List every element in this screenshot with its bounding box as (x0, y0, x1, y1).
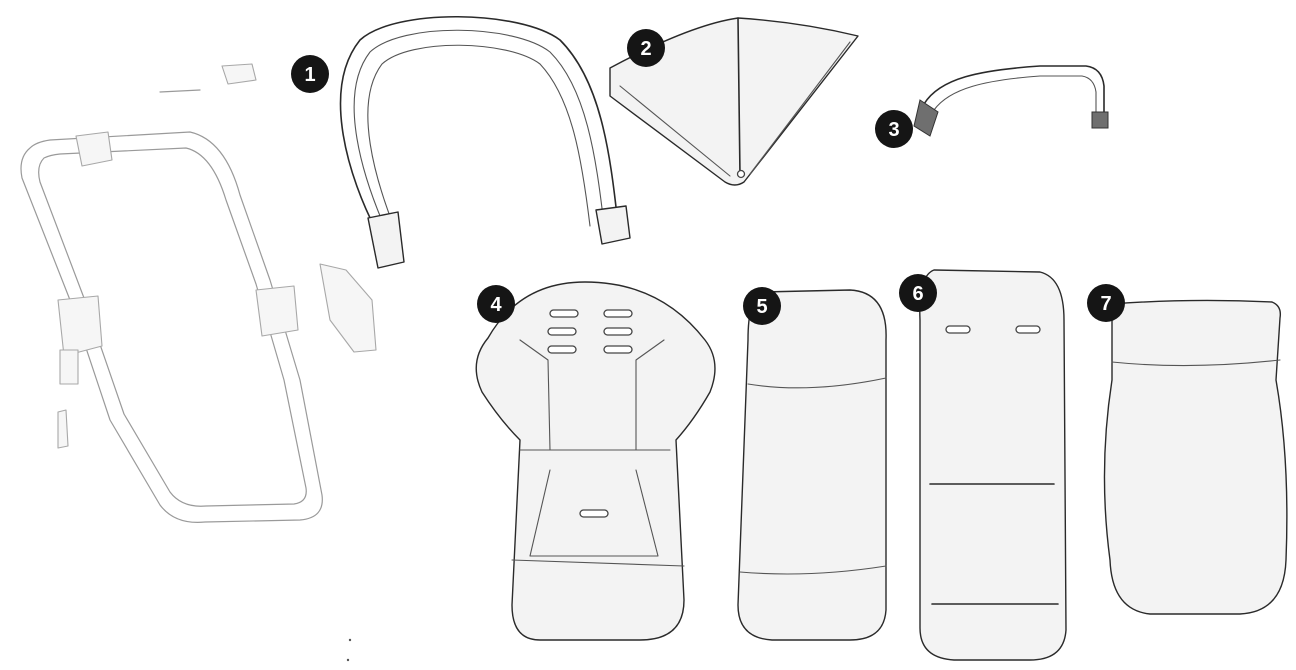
liner-4-seam-right (635, 339, 665, 451)
canopy-seam-right (749, 41, 851, 175)
pad-5-outline (737, 289, 887, 641)
part-badge-1: 1 (291, 55, 329, 93)
arch-inner (367, 44, 591, 233)
bar-end-right (1091, 111, 1109, 129)
liner-4-seam-foot (511, 559, 685, 567)
part-number-3: 3 (888, 119, 899, 141)
liner-4-slot (603, 309, 633, 318)
liner-4-slot (603, 345, 633, 354)
speck-mark (346, 658, 350, 662)
canopy-button (736, 169, 746, 179)
part-number-2: 2 (640, 38, 651, 60)
liner-4-crotch (529, 469, 659, 557)
pad-5-seam-bottom (739, 565, 887, 575)
liner-4-slot (547, 327, 577, 336)
liner-4-slot (549, 309, 579, 318)
part-badge-5: 5 (743, 287, 781, 325)
pad-6-slot (945, 325, 971, 334)
canopy-seam-center (737, 17, 741, 177)
arch-outer (339, 16, 619, 231)
canopy-outer (609, 17, 859, 186)
part-badge-3: 3 (875, 110, 913, 148)
liner-4-seam-left (519, 339, 551, 451)
speck-mark (348, 638, 352, 642)
pad-6-outline (919, 269, 1067, 661)
part-badge-2: 2 (627, 29, 665, 67)
footmuff-7-seam (1111, 359, 1281, 367)
footmuff-drawing (1103, 299, 1288, 615)
adapter-part (319, 263, 377, 353)
seat-liner-drawing (475, 281, 716, 641)
part-badge-7: 7 (1087, 284, 1125, 322)
pin-part (159, 89, 201, 93)
part-number-5: 5 (756, 296, 767, 318)
arch-hinge-left (367, 211, 405, 269)
canopy-drawing (609, 17, 859, 186)
back-pad-drawing (919, 269, 1067, 661)
pad-5-seam-top (747, 377, 887, 389)
frame-hub-left (57, 295, 103, 357)
arch-mid (353, 29, 605, 231)
part-number-6: 6 (912, 283, 923, 305)
frame-hub-right (255, 285, 299, 337)
part-number-1: 1 (304, 64, 315, 86)
seat-frame-drawing (20, 63, 377, 523)
bumper-bar-drawing (913, 65, 1109, 137)
frame-latch-top (75, 131, 113, 167)
bar-outer (923, 65, 1105, 119)
liner-4-slot (547, 345, 577, 354)
clip-part (221, 63, 257, 85)
bar-end-left (913, 99, 939, 137)
pad-6-slot (1015, 325, 1041, 334)
part-number-4: 4 (490, 294, 502, 316)
liner-4-slot (579, 509, 609, 518)
part-number-7: 7 (1100, 293, 1111, 315)
frame-outer (20, 131, 323, 523)
part-badge-6: 6 (899, 274, 937, 312)
bar-inner (933, 75, 1097, 119)
frame-hub-left-foot (59, 349, 79, 385)
frame-inner (38, 147, 307, 507)
liner-4-outline (475, 281, 716, 641)
peg-part (57, 409, 69, 449)
arch-hinge-right (595, 205, 631, 245)
footmuff-7-outline (1103, 299, 1288, 615)
liner-4-slot (603, 327, 633, 336)
part-badge-4: 4 (477, 285, 515, 323)
seat-pad-drawing (737, 289, 887, 641)
canopy-frame-drawing (339, 16, 631, 269)
canopy-seam-left (619, 85, 731, 177)
